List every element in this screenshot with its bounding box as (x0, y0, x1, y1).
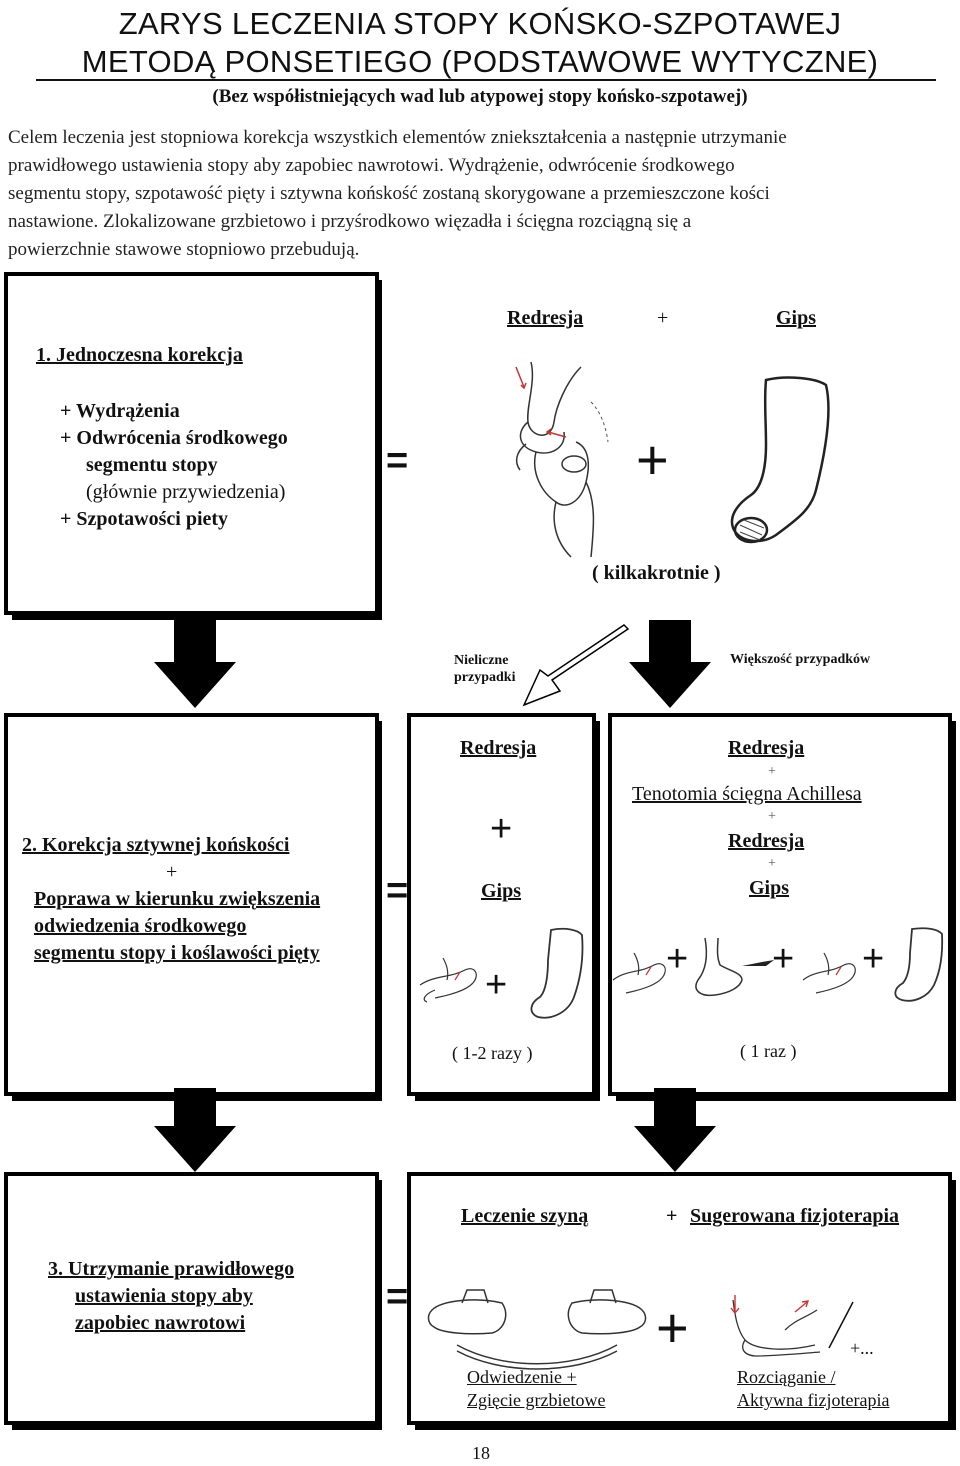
step3-splint-label: Leczenie szyną (461, 1205, 589, 1227)
step2-right-gips: Gips (749, 877, 790, 899)
step3-line-1: ustawienia stopy aby (75, 1285, 253, 1307)
step3-right-box (407, 1172, 952, 1425)
step2-right-box (608, 713, 952, 1096)
cast-illustration (730, 376, 830, 544)
step2-right-redresja-2: Redresja (728, 830, 805, 852)
step1-title: 1. Jednoczesna korekcja (36, 344, 243, 366)
step2-title: 2. Korekcja sztywnej końskości (22, 834, 290, 856)
manipulation-small-illustration (419, 957, 477, 1003)
down-arrow-right-2 (634, 1088, 716, 1172)
step2-line-4: segmentu stopy i koślawości pięty (34, 942, 320, 964)
step2-left-gips: Gips (481, 880, 522, 902)
title-underline (36, 79, 936, 81)
step1-redresja-label: Redresja (507, 307, 584, 329)
diagonal-arrow-few-cases (522, 624, 630, 707)
down-arrow-left-1 (154, 620, 236, 708)
step2-right-redresja-1: Redresja (728, 737, 805, 759)
step3-plus-icon: + (656, 1296, 689, 1359)
step1-item-midfoot-cont: segmentu stopy (86, 454, 218, 476)
step2-right-plus-3: + (768, 856, 776, 871)
step1-plus-label: + (657, 307, 669, 329)
step3-title: 3. Utrzymanie prawidłowego (48, 1258, 295, 1280)
step1-plus-icon: + (636, 428, 669, 491)
step2-right-plus-icon-1: + (666, 938, 689, 980)
subtitle: (Bez współistniejących wad lub atypowej … (212, 86, 748, 107)
step3-plus-label: + (666, 1205, 678, 1227)
step1-equals: = (386, 440, 409, 482)
slash-divider (828, 1301, 854, 1349)
manipulation-small-illustration-2 (612, 952, 666, 994)
step1-item-cavus: + Wydrążenia (60, 400, 180, 422)
step1-item-midfoot: + Odwrócenia środkowego (60, 427, 288, 449)
stretching-illustration (730, 1295, 821, 1357)
step2-left-frequency: ( 1-2 razy ) (452, 1043, 533, 1063)
step3-box (4, 1172, 379, 1425)
few-cases-label: Nieliczne przypadki (454, 653, 516, 685)
step1-item-varus: + Szpotawości piety (60, 508, 229, 530)
step2-right-frequency: ( 1 raz ) (740, 1041, 797, 1061)
scalpel-icon (742, 960, 774, 966)
step2-right-plus-1: + (768, 764, 776, 779)
step2-box (4, 713, 379, 1096)
step2-line-3: odwiedzenia środkowego (34, 915, 247, 937)
manipulation-hand-illustration (515, 361, 609, 558)
step2-plus: + (166, 861, 178, 883)
foot-abduction-brace-illustration (427, 1289, 647, 1370)
down-arrow-left-2 (154, 1088, 236, 1172)
step3-line-2: zapobiec nawrotowi (75, 1312, 246, 1334)
manipulation-small-illustration-3 (802, 952, 856, 994)
splint-caption: Odwiedzenie + Zgięcie grzbietowe (467, 1367, 606, 1410)
step2-left-plus: + (490, 808, 513, 850)
title-line-2: METODĄ PONSETIEGO (PODSTAWOWE WYTYCZNE) (81, 44, 879, 79)
step3-physio-label: Sugerowana fizjoterapia (690, 1205, 900, 1227)
small-cast-illustration-2 (894, 927, 944, 1002)
title-line-1: ZARYS LECZENIA STOPY KOŃSKO-SZPOTAWEJ (118, 6, 842, 41)
step1-box (4, 272, 379, 615)
step3-etc: +... (850, 1338, 874, 1358)
step2-left-plus-icon: + (485, 964, 508, 1006)
small-cast-illustration (530, 927, 584, 1019)
step1-gips-label: Gips (776, 307, 817, 329)
physio-caption: Rozciąganie / Aktywna fizjoterapia (737, 1367, 890, 1410)
step2-right-plus-2: + (768, 809, 776, 824)
page-number: 18 (472, 1443, 490, 1463)
step2-right-plus-icon-2: + (772, 938, 795, 980)
step2-line-2: Poprawa w kierunku zwiększenia (34, 888, 321, 910)
step2-middle-box (407, 713, 596, 1096)
step1-frequency: ( kilkakrotnie ) (592, 562, 721, 584)
step2-equals: = (386, 870, 409, 912)
step1-item-adduction: (głównie przywiedzenia) (86, 481, 286, 503)
foot-illustration (695, 937, 743, 997)
step2-left-redresja: Redresja (460, 737, 537, 759)
step3-equals: = (386, 1276, 409, 1318)
step2-right-plus-icon-3: + (862, 938, 885, 980)
step2-right-tenotomy: Tenotomia ścięgna Achillesa (632, 783, 862, 805)
most-cases-label: Większość przypadków (730, 652, 871, 667)
down-arrow-right-1 (629, 620, 711, 708)
intro-paragraph: Celem leczenia jest stopniowa korekcja w… (8, 127, 787, 260)
